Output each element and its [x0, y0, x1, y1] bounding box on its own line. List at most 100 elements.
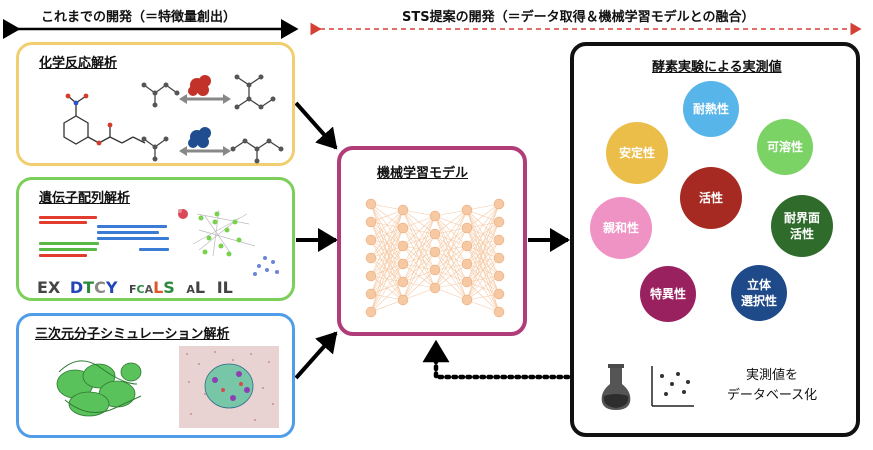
nn-edge — [434, 245, 468, 289]
alignment-bar — [39, 221, 87, 224]
nn-node — [493, 288, 505, 300]
nn-edge — [402, 215, 436, 301]
nn-node — [461, 276, 473, 288]
nn-edge — [370, 209, 404, 313]
nn-edge — [466, 203, 500, 283]
nn-edge — [434, 287, 468, 301]
alignment-bar — [97, 231, 159, 234]
nn-edge — [434, 209, 468, 289]
property-circle: 耐熱性 — [683, 81, 739, 137]
property-label: 耐熱性 — [692, 101, 729, 116]
nn-edge — [370, 209, 404, 223]
nn-edge — [466, 203, 500, 229]
nn-node — [429, 282, 441, 294]
nn-node — [397, 294, 409, 306]
protein-network-graphic — [178, 209, 279, 276]
property-label: 可溶性 — [766, 139, 803, 154]
nn-edge — [466, 203, 500, 247]
nn-node — [429, 228, 441, 240]
property-circle: 安定性 — [606, 122, 668, 184]
nn-node — [461, 258, 473, 270]
nn-edge — [402, 287, 436, 301]
nn-edge — [402, 215, 436, 265]
nn-edge — [466, 293, 500, 301]
sequence-logo: EX DTCY FCALS AL IL — [37, 278, 233, 297]
property-label: 活性 — [698, 190, 723, 205]
alignment-bar — [97, 225, 167, 228]
nn-edge — [370, 281, 404, 313]
nn-node — [397, 258, 409, 270]
nn-node — [397, 240, 409, 252]
nn-edge — [402, 233, 436, 301]
molecular-simulation-panel: 三次元分子シミュレーション解析 — [16, 313, 295, 438]
gene-sequence-panel: 遺伝子配列解析 EX DTCY FCALS AL IL — [16, 177, 295, 301]
nn-edge — [370, 227, 404, 313]
nn-edge — [434, 227, 468, 289]
alignment-bar — [39, 248, 97, 251]
protein-structure-graphic — [56, 346, 279, 428]
nn-edge — [434, 281, 468, 289]
nn-node — [429, 264, 441, 276]
nn-node — [429, 210, 441, 222]
nn-node — [397, 276, 409, 288]
nn-node — [365, 234, 377, 246]
nn-edge — [370, 209, 404, 259]
nn-edge — [370, 203, 404, 211]
nn-edge — [434, 209, 468, 235]
nn-edge — [402, 269, 436, 301]
nn-edge — [370, 209, 404, 241]
property-circle: 親和性 — [590, 197, 652, 259]
neural-network-diagram — [365, 198, 505, 318]
enzyme-experiment-title: 酵素実験による実測値 — [652, 60, 782, 75]
nn-edge — [402, 215, 436, 283]
chemical-reaction-panel: 化学反応解析 — [16, 42, 295, 166]
nn-edge — [466, 257, 500, 301]
property-label: 安定性 — [618, 145, 655, 160]
nn-edge — [466, 221, 500, 301]
nn-node — [365, 288, 377, 300]
property-label: 特異性 — [649, 286, 686, 301]
scatter-plot-icon — [651, 366, 694, 407]
nn-edge — [370, 299, 404, 313]
nn-edge — [434, 209, 468, 217]
nn-node — [461, 222, 473, 234]
nn-edge — [466, 203, 500, 211]
nn-edge — [466, 239, 500, 301]
ml-model-title: 機械学習モデル — [377, 166, 469, 181]
property-label: 立体 選択性 — [740, 277, 777, 308]
nn-edge — [466, 203, 500, 265]
chemical-reaction-title: 化学反応解析 — [39, 56, 118, 71]
nn-node — [493, 270, 505, 282]
database-note: 実測値を データベース化 — [726, 368, 818, 404]
nn-edge — [434, 209, 468, 253]
nn-edge — [370, 263, 404, 313]
nn-edge — [370, 209, 404, 295]
nn-node — [461, 204, 473, 216]
nn-edge — [434, 263, 468, 289]
nn-node — [365, 270, 377, 282]
alignment-bar — [39, 216, 97, 219]
nn-node — [493, 234, 505, 246]
nn-edge — [370, 209, 404, 277]
nn-node — [429, 246, 441, 258]
alignment-bar — [139, 248, 169, 251]
nn-node — [493, 252, 505, 264]
ml-model-panel: 機械学習モデル — [337, 146, 527, 336]
nn-edge — [402, 209, 436, 217]
nn-edge — [402, 215, 436, 229]
nn-node — [365, 198, 377, 210]
nn-node — [493, 198, 505, 210]
nn-edge — [402, 215, 436, 247]
nn-edge — [466, 275, 500, 301]
alignment-bar — [39, 242, 99, 245]
nn-edge — [434, 209, 468, 271]
alignment-bar — [97, 237, 169, 240]
nn-edge — [466, 299, 500, 313]
nn-node — [365, 252, 377, 264]
property-circle: 特異性 — [640, 266, 696, 322]
property-label: 親和性 — [602, 220, 639, 235]
nn-edge — [370, 245, 404, 313]
alignment-bar — [39, 254, 87, 257]
nn-node — [397, 204, 409, 216]
